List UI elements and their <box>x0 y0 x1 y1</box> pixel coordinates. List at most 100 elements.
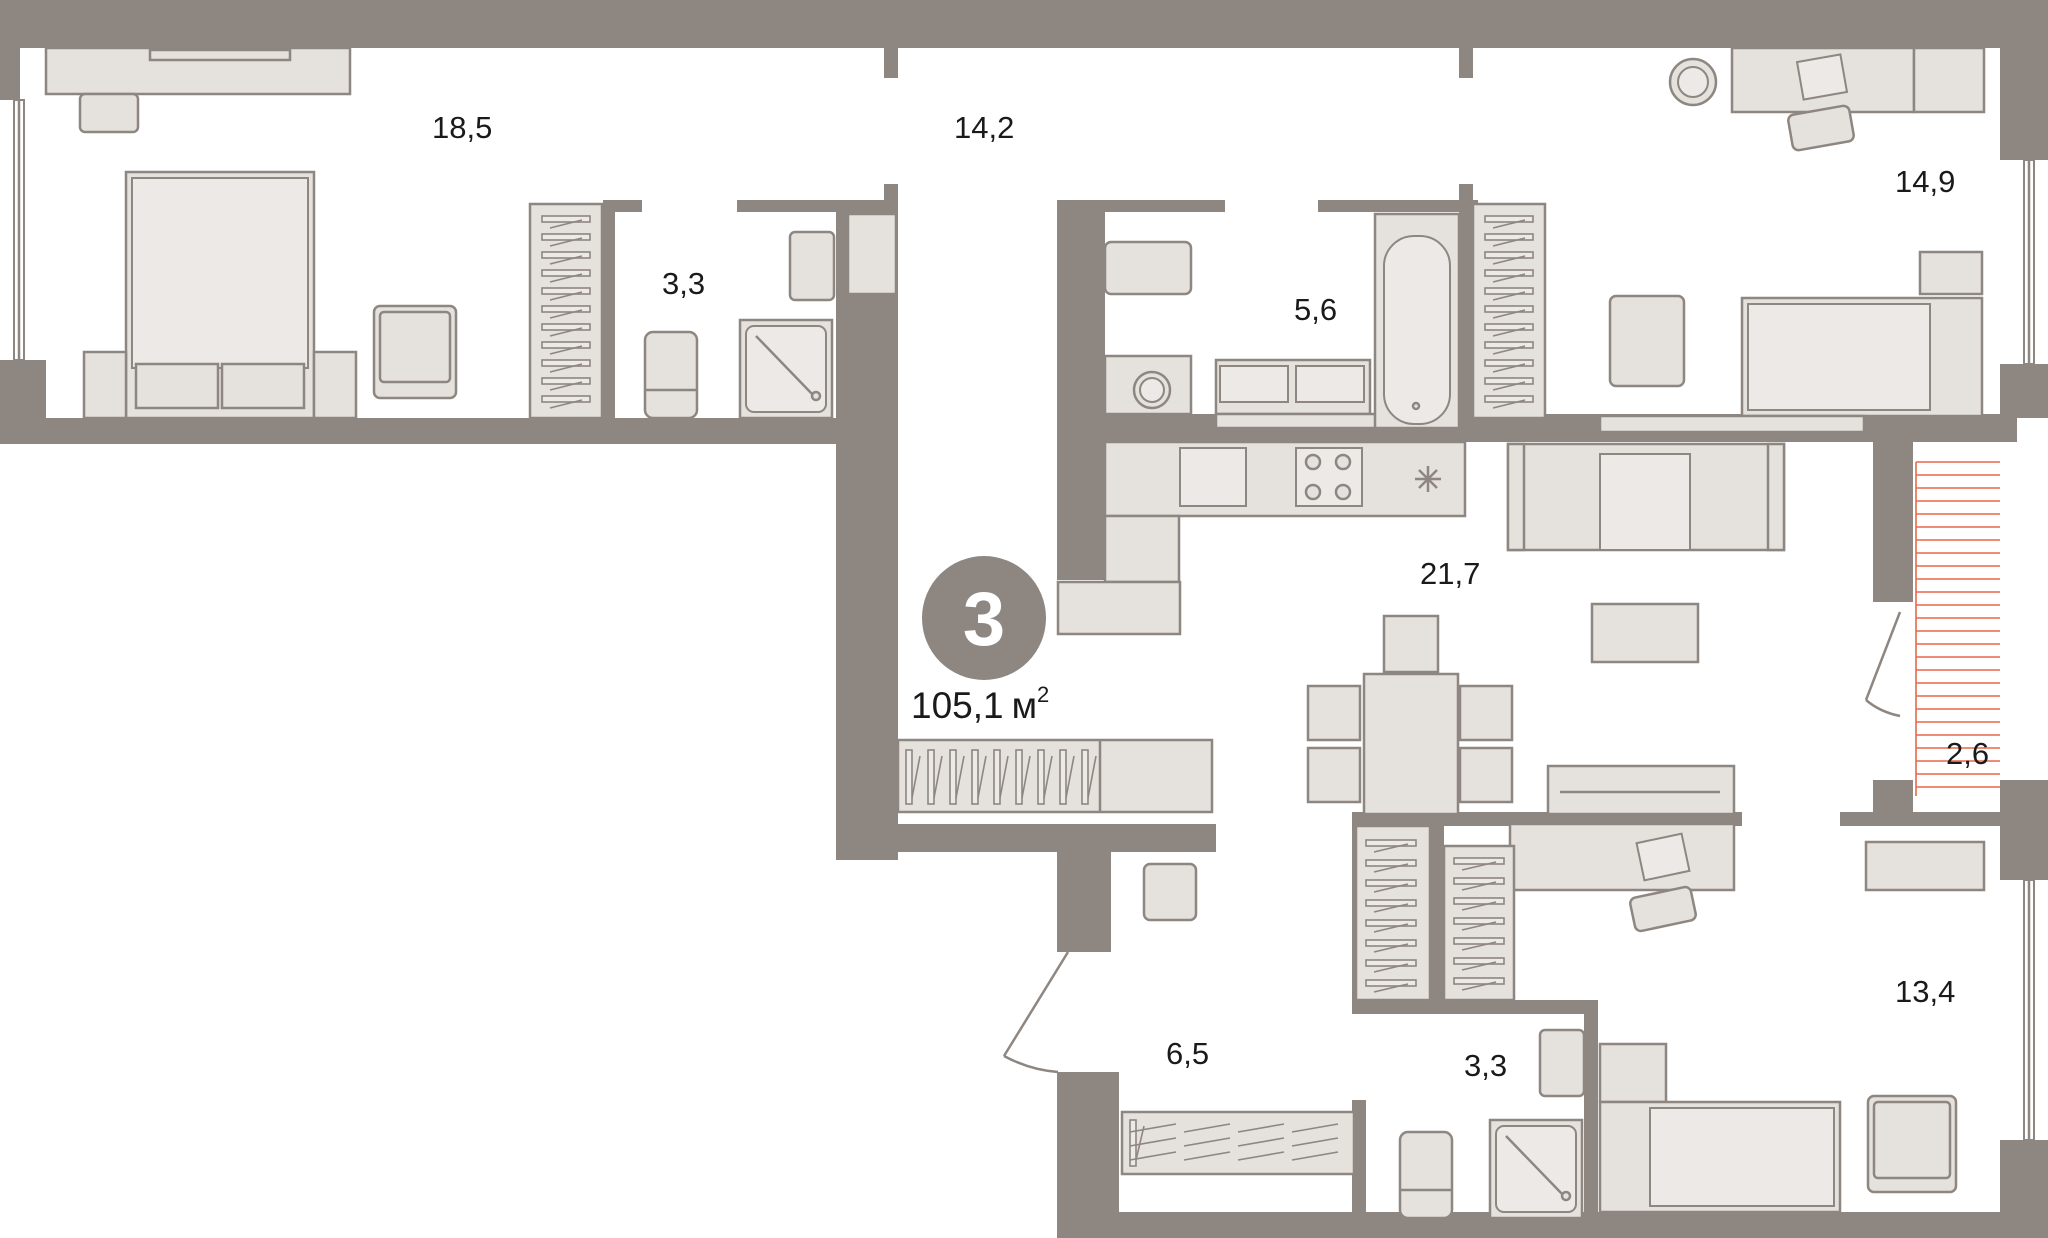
hanger-slant <box>1492 309 1526 319</box>
hanger-slant <box>549 219 583 229</box>
bedroom-3-furniture <box>1598 840 1986 1214</box>
shelf-mark <box>1183 1137 1231 1147</box>
bedroom-1-furniture <box>44 46 604 420</box>
hanger <box>541 251 591 259</box>
shelf-mark <box>1183 1151 1231 1161</box>
hanger <box>1037 749 1045 805</box>
hanger-slant <box>1373 963 1409 973</box>
entrance-storage <box>1120 1110 1356 1176</box>
hanger-slant <box>1461 881 1497 891</box>
room-area-bathroom-2: 5,6 <box>1294 292 1337 327</box>
hanger-slant <box>1373 923 1409 933</box>
shelf-mark <box>1291 1123 1339 1133</box>
hanger <box>541 341 591 349</box>
room-area-hall-top: 14,2 <box>954 110 1014 145</box>
hanger <box>1365 879 1417 887</box>
hanger-slant <box>1461 901 1497 911</box>
room-count-badge: 3 <box>922 556 1046 680</box>
hanger-slant <box>1461 861 1497 871</box>
hanger-slant <box>1373 883 1409 893</box>
hanger-slant <box>1021 755 1031 799</box>
hanger <box>905 749 913 805</box>
hanger-slant <box>549 327 583 337</box>
hanger <box>541 287 591 295</box>
hanger-slant <box>549 291 583 301</box>
hanger <box>541 215 591 223</box>
shelf-mark <box>1237 1137 1285 1147</box>
hanger <box>1453 877 1505 885</box>
hanger-slant <box>549 345 583 355</box>
shelf-mark <box>1291 1137 1339 1147</box>
hanger-slant <box>933 755 943 799</box>
hanger <box>1365 899 1417 907</box>
hanger-slant <box>1492 327 1526 337</box>
hanger <box>1453 957 1505 965</box>
kitchen-living-furniture <box>1056 440 1786 816</box>
hanger-slant <box>1492 219 1526 229</box>
study-furniture <box>1142 822 1736 933</box>
hanger-slant <box>955 755 965 799</box>
entrance-hangers <box>1129 1119 1339 1167</box>
hanger-slant <box>549 273 583 283</box>
bathroom-1-furniture <box>643 212 898 420</box>
hanger-slant <box>1461 941 1497 951</box>
hanger <box>1484 305 1534 313</box>
hanger-slant <box>549 255 583 265</box>
hanger <box>949 749 957 805</box>
shelf-mark <box>1129 1123 1177 1133</box>
hanger-slant <box>1492 363 1526 373</box>
shelf-mark <box>1129 1151 1177 1161</box>
hanger-slant <box>1492 273 1526 283</box>
hanger <box>1484 341 1534 349</box>
hanger <box>1453 897 1505 905</box>
wardrobe-1-hangers <box>541 215 591 409</box>
hanger <box>1365 839 1417 847</box>
room-area-bedroom-1: 18,5 <box>432 110 492 145</box>
room-area-bathroom-3: 3,3 <box>1464 1048 1507 1083</box>
hanger <box>1059 749 1067 805</box>
hanger-slant <box>999 755 1009 799</box>
hanger-slant <box>1087 755 1097 799</box>
hanger-slant <box>549 363 583 373</box>
hanger-slant <box>1492 381 1526 391</box>
wardrobe-2-hangers <box>1484 215 1534 409</box>
hanger <box>541 305 591 313</box>
bedroom-2-furniture <box>1598 46 1986 434</box>
hanger <box>1453 917 1505 925</box>
hanger <box>1484 287 1534 295</box>
shelf-mark <box>1291 1151 1339 1161</box>
hanger <box>541 269 591 277</box>
hanger-slant <box>1492 399 1526 409</box>
hanger-slant <box>1461 981 1497 991</box>
hanger-slant <box>549 381 583 391</box>
hanger <box>1453 937 1505 945</box>
hanger <box>1365 979 1417 987</box>
hanger <box>1484 251 1534 259</box>
hanger <box>541 359 591 367</box>
hanger-slant <box>1065 755 1075 799</box>
hanger-slant <box>1461 961 1497 971</box>
hanger <box>1129 1119 1137 1167</box>
hanger <box>1484 269 1534 277</box>
balcony-hatch <box>1914 461 2000 796</box>
hanger <box>1484 377 1534 385</box>
hanger-slant <box>911 755 921 799</box>
hanger-slant <box>1373 943 1409 953</box>
room-area-kitchen-living: 21,7 <box>1420 556 1480 591</box>
hanger-slant <box>1461 921 1497 931</box>
hanger <box>1365 859 1417 867</box>
hanger <box>1365 939 1417 947</box>
hanger <box>1484 359 1534 367</box>
hanger-slant <box>1373 903 1409 913</box>
shelf-mark <box>1237 1151 1285 1161</box>
hanger <box>1081 749 1089 805</box>
hanger-slant <box>549 237 583 247</box>
windows <box>13 99 2035 1141</box>
room-area-entrance-hall: 6,5 <box>1166 1036 1209 1071</box>
hanger-slant <box>1492 291 1526 301</box>
room-count: 3 <box>963 577 1005 662</box>
room-area-labels: 18,5 14,2 14,9 3,3 5,6 21,7 2,6 13,4 6,5… <box>432 110 1989 1083</box>
